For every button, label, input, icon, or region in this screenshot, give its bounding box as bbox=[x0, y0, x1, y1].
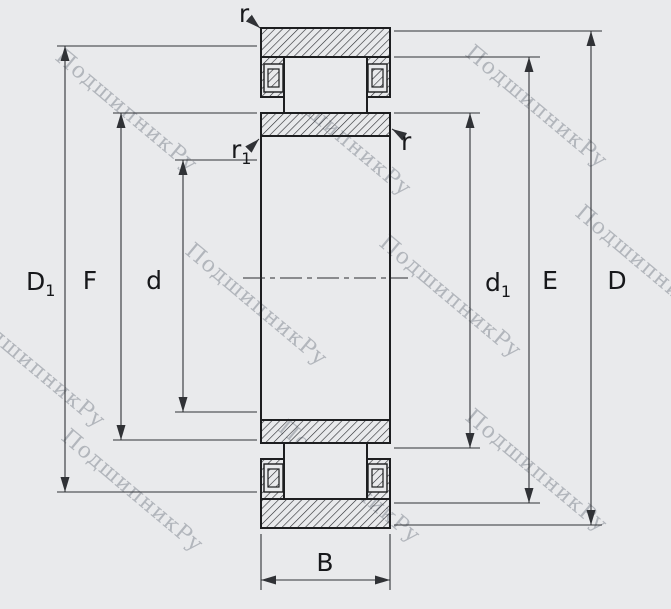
watermark-text: ПодшипникРу bbox=[180, 238, 332, 371]
bore-and-centerline bbox=[243, 136, 408, 420]
bearing-bottom-half-section bbox=[260, 419, 391, 529]
watermark-text: ПодшипникРу bbox=[460, 404, 612, 537]
dimension-lines bbox=[60, 14, 596, 585]
label-d: d bbox=[146, 266, 162, 295]
leader-r-top bbox=[245, 14, 261, 29]
label-E: E bbox=[542, 266, 558, 295]
inner-ring-top bbox=[260, 112, 391, 137]
label-F: F bbox=[83, 266, 97, 295]
extension-lines bbox=[57, 30, 602, 590]
label-d1: d1 bbox=[485, 268, 511, 301]
watermark-text: ПодшипникРу bbox=[50, 44, 202, 177]
watermark-text: ПодшипникРу bbox=[460, 40, 612, 173]
cage-left-top-section bbox=[267, 68, 280, 88]
watermark-text: ПодшипникРу bbox=[56, 424, 208, 557]
roller-bottom bbox=[283, 442, 368, 500]
leader-r1 bbox=[245, 138, 260, 153]
label-r-top: r bbox=[239, 0, 250, 28]
label-B: B bbox=[316, 548, 333, 577]
dimension-labels: r r1 r D1 F d d1 E D B bbox=[26, 0, 627, 577]
label-r-side: r bbox=[401, 127, 412, 156]
label-r1: r1 bbox=[231, 135, 251, 168]
inner-ring-bottom bbox=[260, 419, 391, 444]
leader-r-side bbox=[391, 128, 408, 141]
roller-top bbox=[283, 56, 368, 114]
label-D: D bbox=[607, 266, 626, 295]
outer-ring-bottom bbox=[260, 498, 391, 529]
bearing-top-half-section bbox=[260, 27, 391, 137]
cage-right-top-section bbox=[371, 68, 384, 88]
outer-ring-top bbox=[260, 27, 391, 58]
label-D1: D1 bbox=[26, 267, 55, 300]
watermark-text: ПодшипникРу bbox=[0, 300, 110, 433]
cage-left-bottom-section bbox=[267, 468, 280, 488]
cage-right-bottom-section bbox=[371, 468, 384, 488]
